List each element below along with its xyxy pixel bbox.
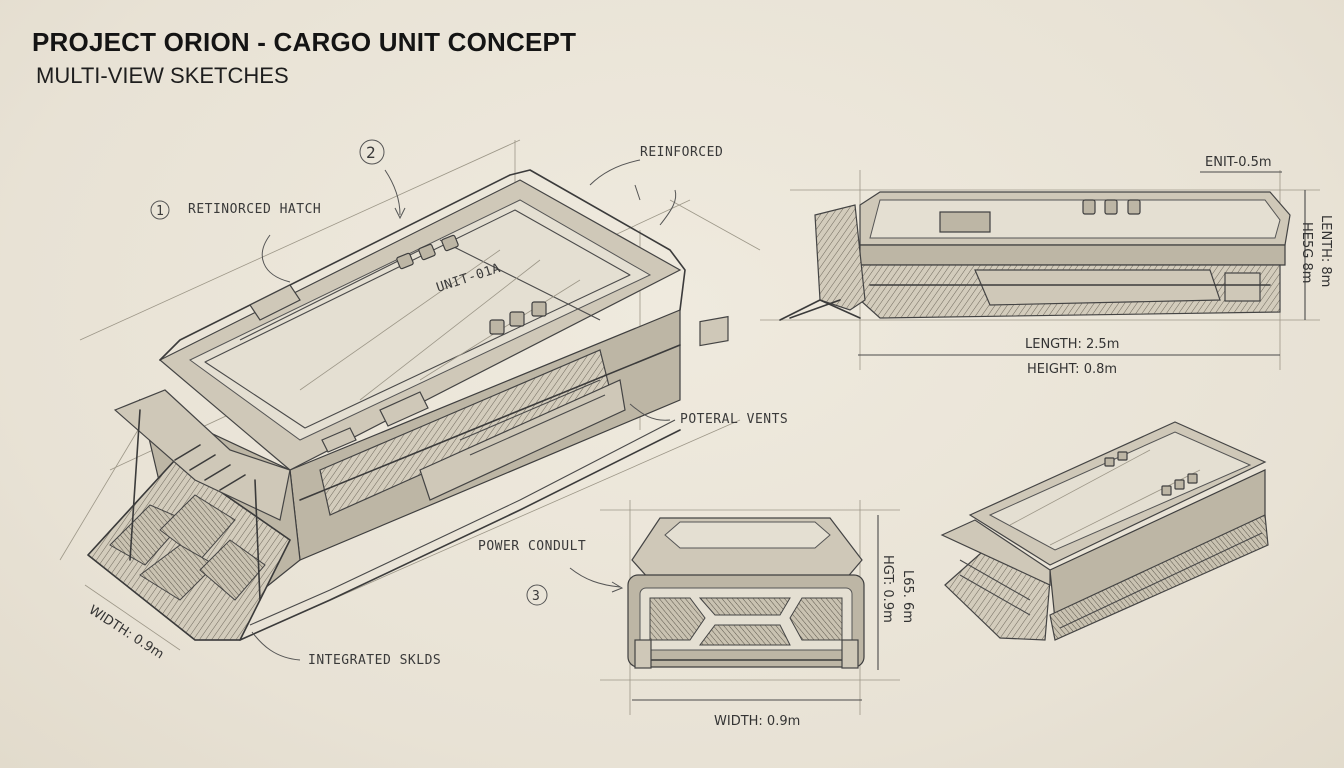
callout-text-power: POWER CONDULT (478, 539, 586, 554)
side-view: ENIT-0.5m LENTH: 8m HE5G 8m LENGTH: 2.5m… (760, 155, 1333, 377)
iso-main-view: UNIT-01A (59, 139, 761, 641)
iso-small-view (940, 421, 1269, 641)
callout-circle-2 (359, 139, 385, 165)
side-right-dimension-1: LENTH: 8m (1318, 215, 1333, 287)
top-vent-bumps (396, 234, 547, 335)
callout-text-reinforced: REINFORCED (640, 145, 723, 160)
callout-circle-1 (150, 200, 170, 220)
callout-text-1: RETINORCED HATCH (188, 202, 321, 217)
ramp-panels (109, 494, 266, 601)
page-subtitle: MULTI-VIEW SKETCHES (36, 63, 289, 88)
side-height-dimension: HEIGHT: 0.8m (1027, 362, 1117, 377)
side-top-dimension: ENIT-0.5m (1205, 155, 1272, 170)
callout-number-3: 3 (532, 589, 540, 604)
hatch-vent-slats (174, 444, 246, 491)
callout-text-skids: INTEGRATED SKLDS (308, 653, 441, 668)
callout-circle-3 (526, 584, 548, 606)
small-vent-bumps (1104, 451, 1198, 496)
callout-number-1: 1 (156, 204, 164, 219)
page-title: PROJECT ORION - CARGO UNIT CONCEPT (32, 27, 577, 57)
front-width-dimension: WIDTH: 0.9m (714, 714, 800, 729)
front-vent-panels (649, 597, 843, 646)
side-length-dimension: LENGTH: 2.5m (1025, 337, 1119, 352)
side-right-dimension-2: HE5G 8m (1299, 222, 1314, 283)
front-right-dimension-2: L65. 6m (900, 570, 915, 623)
front-view: WIDTH: 0.9m HGT: 0.9m L65. 6m POWER COND… (478, 500, 915, 729)
callout-text-vents: POTERAL VENTS (680, 412, 788, 427)
callout-number-2: 2 (366, 143, 376, 162)
front-right-dimension-1: HGT: 0.9m (880, 555, 895, 623)
